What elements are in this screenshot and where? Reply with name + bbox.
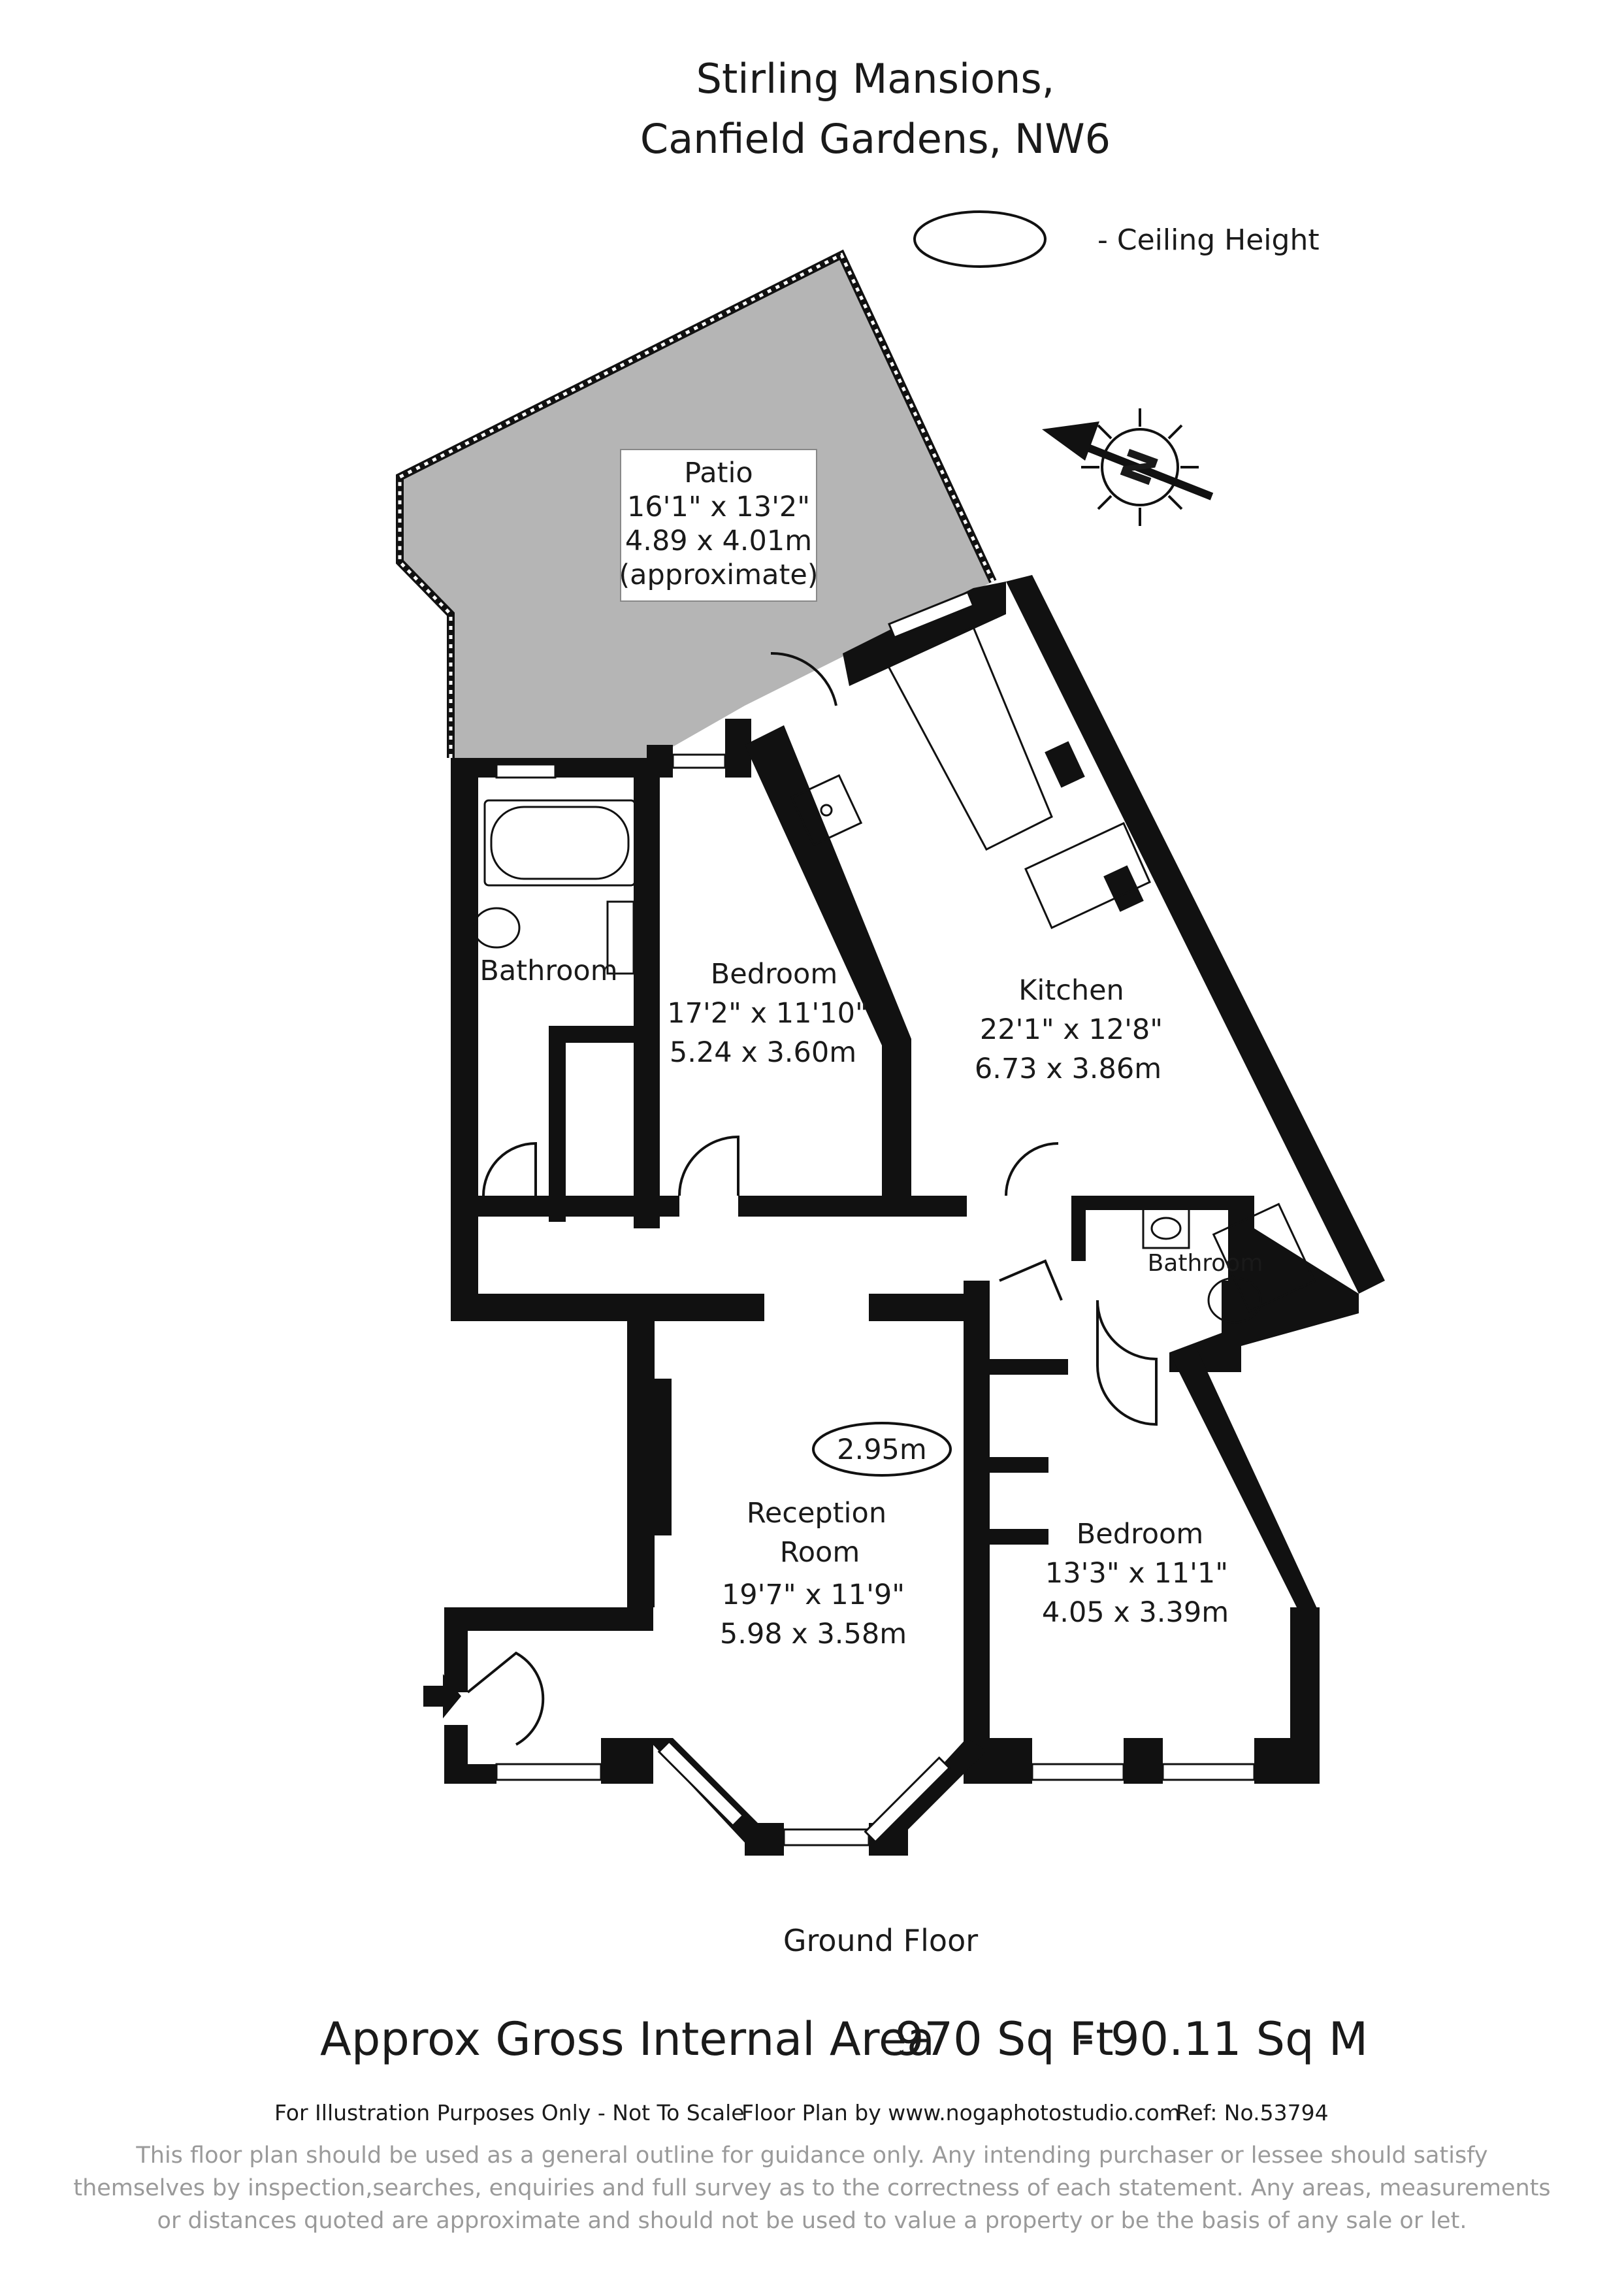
reception-ceiling-height-ellipse <box>812 1422 952 1477</box>
patio-metric: 4.89 x 4.01m <box>625 525 812 557</box>
bedroom-2-name: Bedroom <box>1077 1518 1204 1550</box>
compass-icon: N <box>1042 408 1214 526</box>
patio-note: (approximate) <box>619 559 818 591</box>
footer-illustration: For Illustration Purposes Only - Not To … <box>274 2100 745 2125</box>
reception-name-line-1: Reception <box>747 1497 886 1530</box>
area-sq-ft: 970 Sq Ft <box>895 2012 1114 2066</box>
kitchen-metric: 6.73 x 3.86m <box>975 1053 1161 1085</box>
bedroom-2-imperial: 13'3" x 11'1" <box>1045 1557 1228 1590</box>
area-separator: - <box>1078 2012 1094 2066</box>
bedroom-2-metric: 4.05 x 3.39m <box>1042 1596 1229 1629</box>
footer-ref: Ref: No.53794 <box>1176 2100 1329 2125</box>
kitchen-name: Kitchen <box>1018 974 1124 1007</box>
ceiling-height-legend-label: - Ceiling Height <box>1097 223 1320 257</box>
doors <box>466 651 1158 1746</box>
windows <box>495 591 1256 1846</box>
address-line-1: Stirling Mansions, <box>696 55 1055 103</box>
fixtures <box>472 625 1316 1324</box>
disclaimer-line-2: themselves by inspection,searches, enqui… <box>73 2175 1550 2201</box>
patio-imperial: 16'1" x 13'2" <box>627 491 810 523</box>
kitchen-imperial: 22'1" x 12'8" <box>980 1013 1163 1046</box>
area-sq-m: 90.11 Sq M <box>1111 2012 1368 2066</box>
footer-credit: Floor Plan by www.nogaphotostudio.com <box>741 2100 1180 2125</box>
reception-imperial: 19'7" x 11'9" <box>722 1579 905 1611</box>
reception-metric: 5.98 x 3.58m <box>720 1618 907 1650</box>
reception-name-line-2: Room <box>780 1536 860 1569</box>
floor-label: Ground Floor <box>783 1923 978 1958</box>
disclaimer-line-3: or distances quoted are approximate and … <box>157 2208 1467 2234</box>
area-label: Approx Gross Internal Area <box>320 2012 935 2066</box>
bathroom-1-name: Bathroom <box>479 955 617 987</box>
walls <box>444 575 1385 1856</box>
bedroom-1-name: Bedroom <box>711 958 838 991</box>
bedroom-1-imperial: 17'2" x 11'10" <box>667 997 868 1030</box>
bedroom-1-metric: 5.24 x 3.60m <box>670 1036 856 1069</box>
patio-label-box <box>620 449 817 602</box>
bathroom-2-name: Bathroom <box>1148 1250 1263 1277</box>
patio-name: Patio <box>684 457 753 489</box>
ceiling-height-legend-ellipse <box>913 210 1047 268</box>
entrance-arrow-icon <box>423 1674 461 1718</box>
address-line-2: Canfield Gardens, NW6 <box>640 115 1111 163</box>
disclaimer-line-1: This floor plan should be used as a gene… <box>135 2142 1487 2169</box>
reception-ceiling-height: 2.95m <box>837 1434 927 1466</box>
